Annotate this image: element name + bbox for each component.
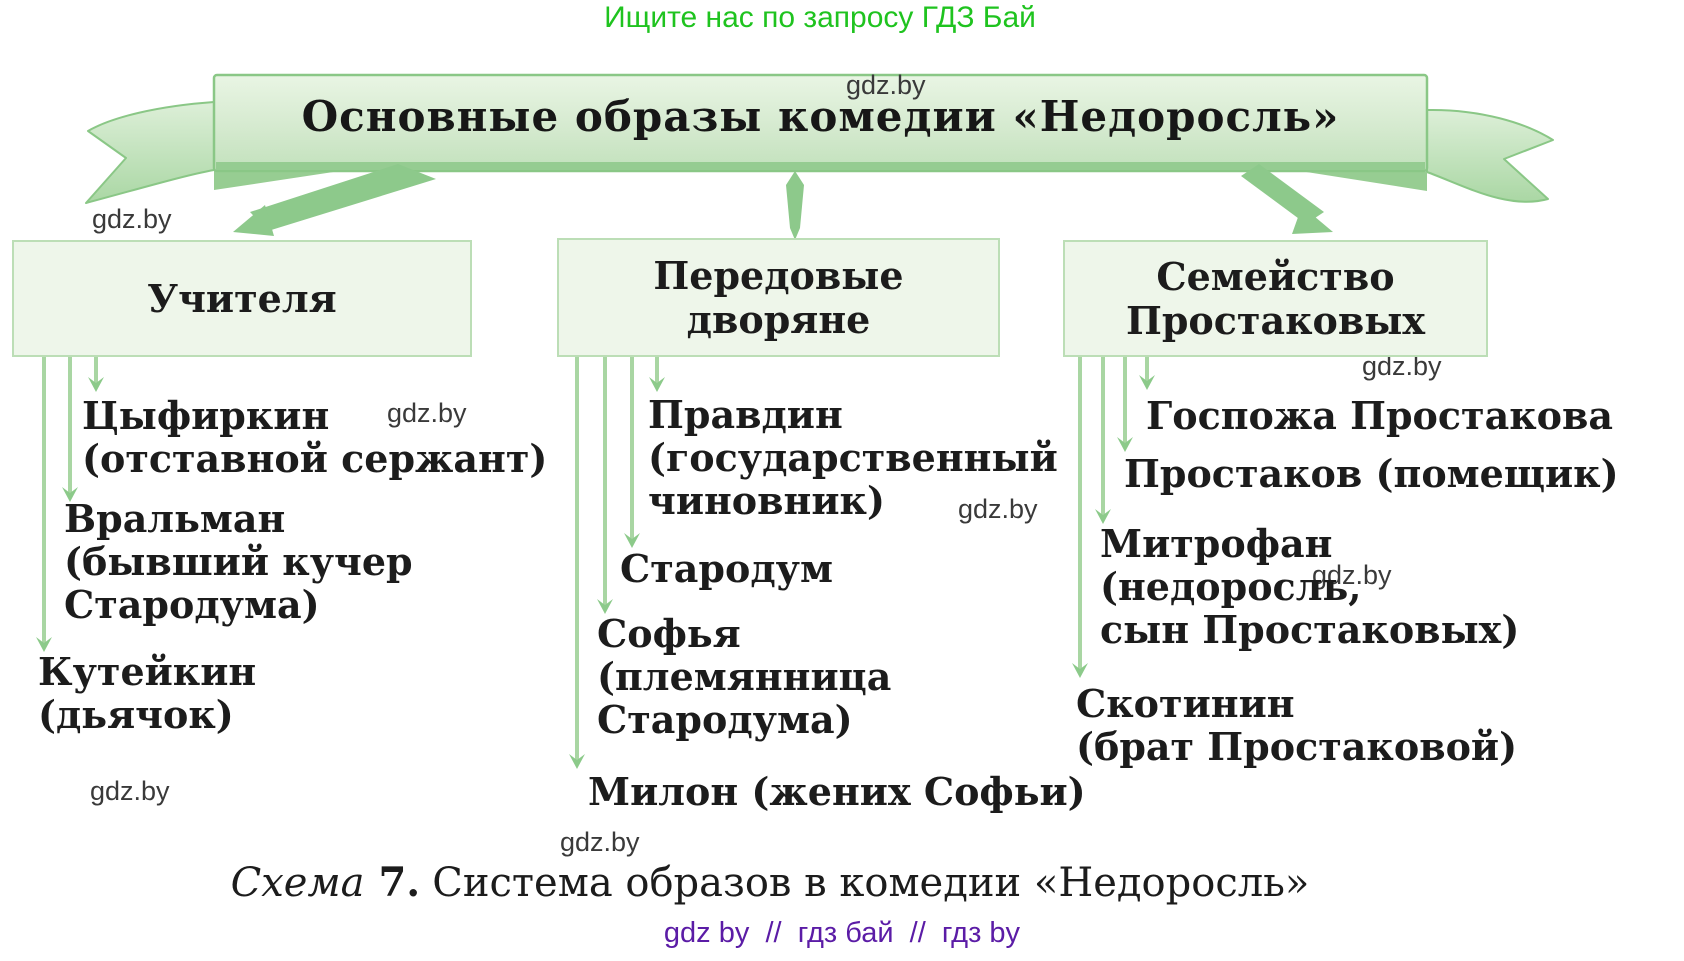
character-line: Скотинин (1076, 681, 1295, 726)
character-line: Стародума) (597, 697, 853, 742)
character-line: Правдин (648, 392, 843, 437)
ribbon-left-tail (85, 101, 215, 204)
group-box-teachers: Учителя (12, 240, 472, 357)
teachers-arrows (42, 357, 98, 644)
character-line: Госпожа Простакова (1146, 393, 1614, 438)
character-vralman: Вральман (бывший кучер Стародума) (64, 497, 413, 626)
character-line: Митрофан (1100, 521, 1333, 566)
character-gospozha-prostakova: Госпожа Простакова (1146, 394, 1613, 437)
caption-number: 7. (378, 859, 421, 906)
watermark: gdz.by (1312, 560, 1392, 590)
character-mitrofan: Митрофан (недоросль, сын Простаковых) (1100, 522, 1519, 651)
character-line: Милон (жених Софьи) (588, 769, 1086, 814)
group-label-line: Семейство (1156, 253, 1395, 299)
watermark: gdz.by (387, 398, 467, 428)
family-arrows (1078, 357, 1149, 670)
character-line: (племянница (597, 654, 892, 699)
character-line: (отставной сержант) (82, 436, 548, 481)
character-cyfirkin: Цыфиркин (отставной сержант) (82, 394, 547, 480)
watermark: gdz.by (90, 776, 170, 806)
character-line: (брат Простаковой) (1076, 724, 1518, 769)
connector-arrow-middle-icon (786, 171, 804, 240)
character-line: Стародума) (64, 582, 320, 627)
connector-arrow-right-icon (1241, 164, 1333, 234)
watermark: gdz.by (92, 204, 172, 234)
character-line: Стародум (620, 546, 833, 591)
group-label: Учителя (147, 275, 337, 321)
figure-caption: Схема 7.Система образов в комедии «Недоро… (140, 859, 1400, 907)
ribbon-left-fold (214, 170, 340, 190)
group-label-line: дворяне (686, 296, 871, 342)
character-line: чиновник) (648, 478, 885, 523)
ribbon-right-tail (1426, 108, 1554, 203)
character-skotinin: Скотинин (брат Простаковой) (1076, 682, 1517, 768)
watermark: gdz.by (846, 70, 926, 100)
caption-text: Система образов в комедии «Недоросль» (432, 860, 1310, 906)
connector-arrow-left-icon (233, 164, 436, 236)
group-box-nobles: Передовые дворяне (557, 238, 1000, 357)
character-line: (дьячок) (38, 692, 234, 737)
character-kuteikin: Кутейкин (дьячок) (38, 650, 256, 736)
nobles-arrows (575, 357, 659, 761)
banner-ribbon (212, 73, 1429, 173)
nobles-arrowheads (569, 377, 665, 769)
family-arrowheads (1072, 375, 1155, 678)
footer-watermark: gdz by // гдз бай // гдз by (663, 917, 1021, 949)
promo-text: Ищите нас по запросу ГДЗ Бай (604, 1, 1036, 34)
character-line: сын Простаковых) (1100, 607, 1520, 652)
character-sofya: Софья (племянница Стародума) (597, 612, 891, 741)
teachers-arrowheads (36, 377, 104, 652)
character-line: Кутейкин (38, 649, 257, 694)
character-line: Цыфиркин (82, 393, 330, 438)
character-line: Софья (597, 611, 741, 656)
character-milon: Милон (жених Софьи) (588, 770, 1086, 813)
group-box-prostakov-family: Семейство Простаковых (1063, 240, 1488, 357)
character-line: Вральман (64, 496, 286, 541)
character-pravdin: Правдин (государственный чиновник) (648, 393, 1058, 522)
ribbon-right-fold (1300, 171, 1427, 191)
page-title: Основные образы комедии «Недоросль» (301, 92, 1340, 141)
character-prostakov: Простаков (помещик) (1124, 452, 1619, 495)
character-line: (недоросль, (1100, 564, 1362, 609)
banner-bottom-strip (216, 162, 1425, 170)
caption-schema-label: Схема (230, 860, 365, 906)
character-starodum: Стародум (620, 547, 833, 590)
character-line: (государственный (648, 435, 1058, 480)
group-label-line: Передовые (653, 252, 904, 298)
watermark: gdz.by (560, 827, 640, 857)
group-label-line: Простаковых (1125, 297, 1426, 343)
character-line: Простаков (помещик) (1124, 451, 1619, 496)
watermark: gdz.by (958, 494, 1038, 524)
character-line: (бывший кучер (64, 539, 413, 584)
